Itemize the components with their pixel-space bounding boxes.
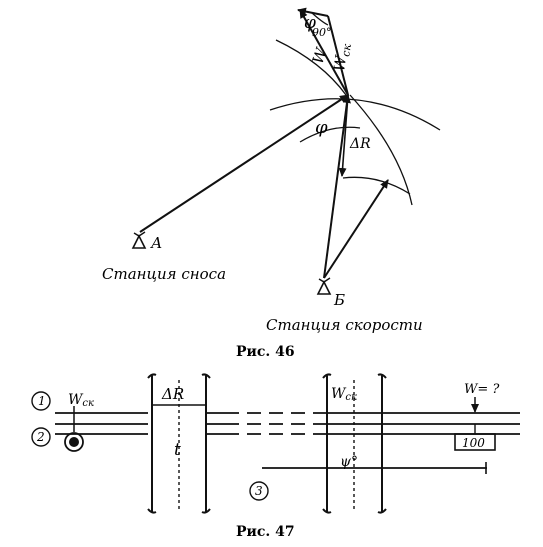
scale-3-marker: 3 [249,481,269,501]
label-w: W [309,45,331,67]
label-wck: Wск [330,42,354,73]
knob-icon [64,424,84,452]
vector-side [297,7,329,17]
station-b-icon [316,277,332,295]
label-phi: φ [315,117,328,138]
station-a-letter: А [150,234,162,252]
angle-arc-90 [311,12,329,26]
vector-delta-r [338,94,349,177]
label-w-question: W= ? [464,382,500,397]
figure-47: 1 2 3 Wск ΔR t Wск ψ° W= ? 100 Рис. 47 [31,373,520,540]
arc-top [269,98,441,131]
scale-2-marker: 2 [31,427,51,447]
value-box-text: 100 [462,436,485,450]
scale-1-marker: 1 [31,391,51,411]
arc-mid [342,176,411,195]
svg-text:2: 2 [36,430,45,444]
line-station-b-left [323,94,351,279]
station-a-name: Станция сноса [102,265,226,283]
label-delta-r: ΔR [349,136,371,152]
station-b-letter: Б [333,291,345,309]
station-b-name: Станция скорости [266,316,423,334]
station-a-icon [131,231,147,249]
label-wck-right: Wск [331,386,357,403]
vector-w-top [299,9,349,96]
line-station-b-right [323,179,389,279]
label-90: 90° [312,26,332,39]
label-phi-degree: ψ° [340,454,358,470]
slider-left [147,373,211,514]
label-wck-left: Wск [68,392,94,409]
label-t: t [174,440,181,460]
slider-right [322,373,387,514]
arc-top-upper [275,39,347,96]
figure-46: φ 90° W Wск φ ΔR А Станция сноса Б Станц… [102,7,441,360]
caption-fig46: Рис. 46 [236,344,295,360]
label-phi-top: φ [304,13,316,33]
svg-text:1: 1 [38,394,46,408]
line-station-a [139,94,349,233]
svg-text:3: 3 [255,484,263,498]
label-delta-r-scale: ΔR [161,385,184,403]
caption-fig47: Рис. 47 [236,524,295,540]
value-box [454,433,496,451]
vector-wck [327,15,349,96]
angle-arc-phi [299,126,361,143]
